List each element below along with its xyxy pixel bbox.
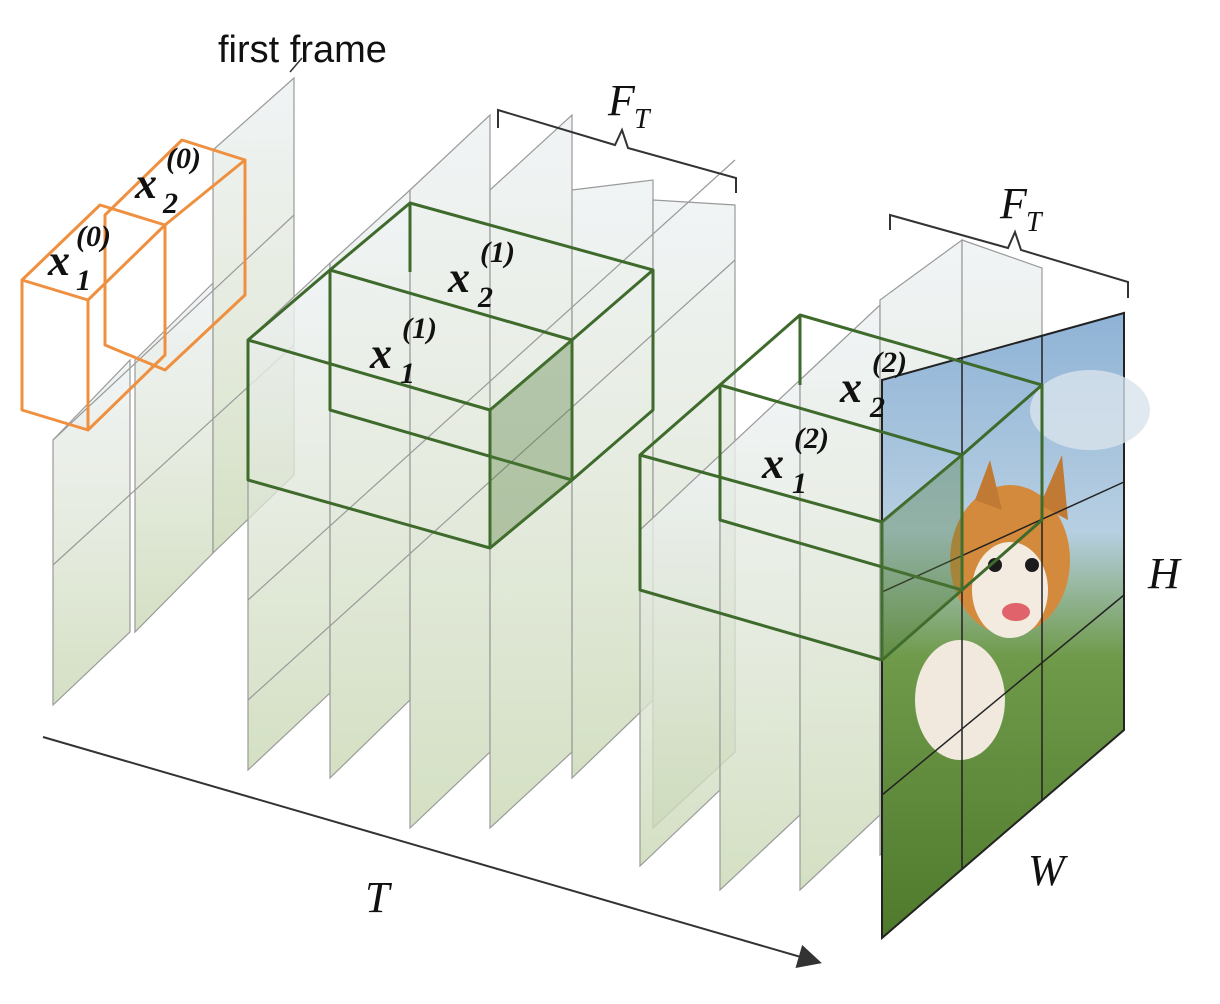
dog-eye (988, 558, 1002, 572)
brace-chunk-1 (497, 108, 737, 193)
svg-text:2: 2 (477, 281, 493, 314)
svg-text:x: x (839, 363, 862, 412)
time-axis-arrow (42, 736, 822, 968)
svg-text:x: x (134, 159, 157, 208)
token-label-x1-2: x 1 (2) (761, 422, 829, 500)
svg-text:x: x (47, 236, 70, 285)
ft-label-base: F (999, 179, 1028, 228)
dog-face (972, 542, 1048, 638)
video-frame (52, 358, 131, 707)
first-frame-label: first frame (218, 29, 387, 71)
token-block-x1-2 (638, 383, 964, 662)
svg-text:(1): (1) (480, 236, 515, 269)
first-frame-pointer (289, 57, 303, 73)
dog-tongue (1002, 603, 1030, 621)
svg-text:(1): (1) (402, 312, 437, 345)
first-frame-token-blocks (20, 138, 247, 432)
dog-eye (1025, 558, 1039, 572)
video-frame (329, 188, 411, 780)
ft-label-chunk-2: F T (999, 179, 1044, 238)
token-label-x2-2: x 2 (2) (839, 346, 907, 424)
first-frame-stack (52, 76, 295, 707)
chunk-1-token-blocks (246, 201, 655, 550)
grid-line (247, 159, 736, 601)
svg-text:2: 2 (162, 187, 178, 220)
token-label-x2-1: x 2 (1) (447, 236, 515, 314)
svg-text:(2): (2) (872, 346, 907, 379)
chunk-2-token-blocks (638, 313, 1044, 662)
video-frame (719, 378, 801, 892)
time-axis-label: T (365, 873, 393, 922)
svg-text:x: x (447, 253, 470, 302)
token-label-x1-1: x 1 (1) (369, 312, 437, 390)
token-block-x2-0 (103, 138, 247, 372)
width-label: W (1028, 846, 1068, 895)
ft-label-sub: T (634, 104, 652, 135)
dog-body (915, 640, 1005, 760)
height-label: H (1147, 549, 1182, 598)
cloud (1030, 370, 1150, 450)
ft-label-chunk-1: F T (607, 76, 652, 135)
grid-line (52, 214, 295, 441)
ft-label-sub: T (1026, 207, 1044, 238)
dog-ear (975, 460, 1002, 510)
video-frame (247, 261, 331, 772)
svg-text:(0): (0) (166, 142, 201, 175)
brace-chunk-2 (889, 213, 1129, 298)
svg-text:2: 2 (869, 391, 885, 424)
token-label-x1-0: x 1 (0) (47, 220, 111, 297)
token-block-x1-0 (20, 203, 167, 432)
svg-text:x: x (761, 439, 784, 488)
token-block-x1-1 (246, 268, 574, 550)
svg-text:1: 1 (792, 467, 807, 500)
token-label-x2-0: x 2 (0) (134, 142, 201, 220)
svg-text:(0): (0) (76, 220, 111, 253)
svg-text:(2): (2) (794, 422, 829, 455)
dog-ear (1040, 455, 1068, 520)
ft-label-base: F (607, 76, 636, 125)
svg-text:x: x (369, 329, 392, 378)
svg-text:1: 1 (400, 357, 415, 390)
svg-text:1: 1 (76, 264, 91, 297)
